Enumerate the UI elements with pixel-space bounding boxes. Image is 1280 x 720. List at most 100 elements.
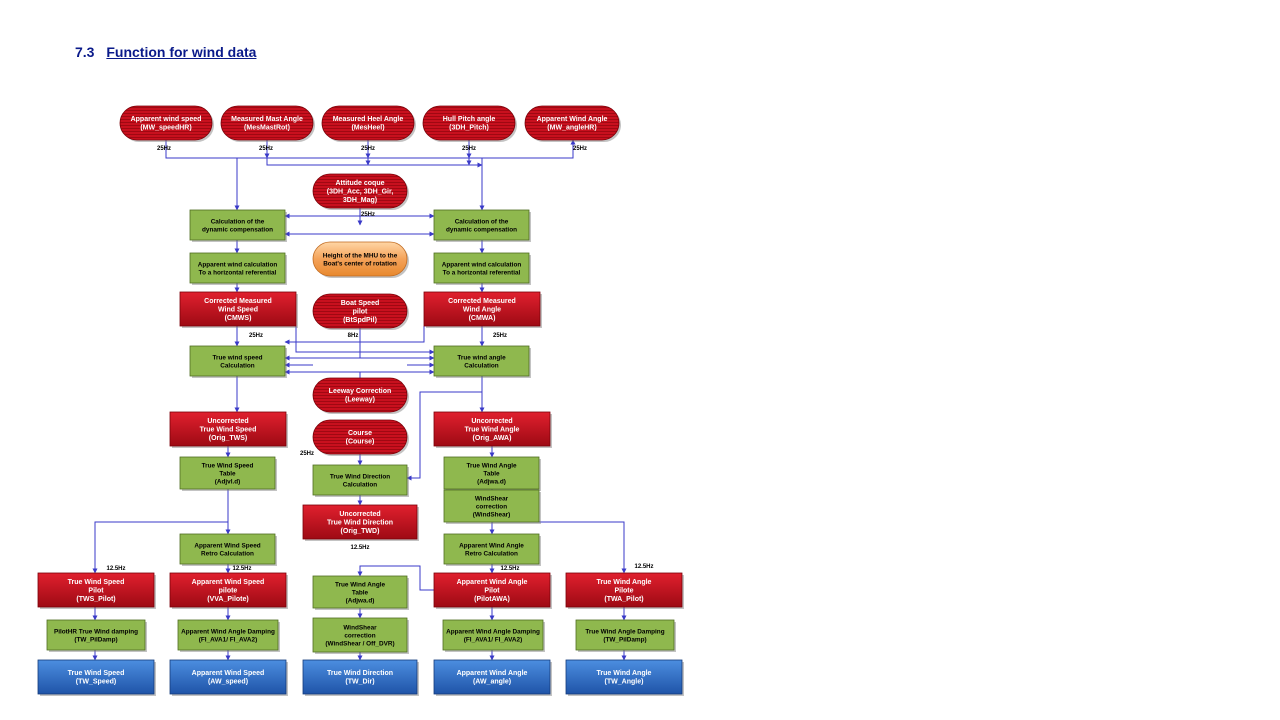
node-label: pilote	[219, 587, 238, 594]
node-label: (Adjvl.d)	[215, 478, 241, 485]
node-label: Apparent Wind Angle Damping	[446, 628, 540, 635]
node-label: dynamic compensation	[446, 226, 517, 233]
node-label: Apparent Wind Speed	[194, 542, 260, 549]
node-label: Retro Calculation	[201, 550, 254, 557]
node-label: True Wind Direction	[327, 670, 393, 677]
node-label: True Wind Speed	[68, 579, 125, 586]
node-label: (FI_AVA1/ FI_AVA2)	[464, 636, 522, 643]
connector-line	[266, 140, 483, 168]
node-label: Pilote	[614, 587, 633, 594]
node-label: Apparent Wind Angle	[459, 542, 524, 549]
frequency-label: 8Hz	[348, 333, 359, 339]
frequency-label: 25Hz	[361, 212, 375, 218]
node-label: (TWA_Pilot)	[604, 596, 643, 603]
node-label: Boat's center of rotation	[323, 260, 397, 267]
node-label: Pilot	[484, 587, 500, 594]
frequency-label: 25Hz	[573, 146, 587, 152]
node-label: Apparent Wind Angle	[457, 579, 528, 586]
node-label: Retro Calculation	[465, 550, 518, 557]
node-label: True Wind Direction	[327, 519, 393, 526]
node-label: Apparent Wind Speed	[192, 579, 265, 586]
node-label: (TW_Speed)	[76, 679, 116, 686]
node-out-twa: True Wind Angle(TW_Angle)	[565, 659, 684, 696]
node-course: Course (Course)	[312, 419, 409, 456]
node-label: (MW_speedHR)	[140, 125, 191, 132]
node-label: (MW_angleHR)	[547, 125, 596, 132]
frequency-label: 25Hz	[259, 146, 273, 152]
node-label: (Orig_AWA)	[473, 435, 512, 442]
node-label: Height of the MHU to the	[323, 252, 398, 259]
node-label: (FI_AVA1/ FI_AVA2)	[199, 636, 257, 643]
node-label: Apparent Wind Speed	[192, 670, 265, 677]
node-label: Corrected Measured	[448, 298, 516, 305]
node-label: Calculation of the	[211, 218, 265, 225]
node-attitude: Attitude coque(3DH_Acc, 3DH_Gir,3DH_Mag)	[312, 173, 409, 210]
node-label: (MesMastRot)	[244, 125, 290, 132]
node-label: Course	[348, 430, 372, 437]
node-label: (WindShear)	[473, 511, 511, 518]
node-label: (TWS_Pilot)	[76, 596, 115, 603]
node-label: True Wind Angle Damping	[585, 628, 664, 635]
frequency-label: 12.5Hz	[634, 564, 653, 570]
node-label: Apparent wind speed	[131, 116, 202, 123]
node-label: Calculation	[220, 362, 255, 369]
node-label: (CMWS)	[225, 315, 252, 322]
section-number: 7.3	[75, 44, 95, 60]
node-out-aws: Apparent Wind Speed(AW_speed)	[169, 659, 288, 696]
section-heading: 7.3 Function for wind data	[75, 44, 256, 60]
node-label: (Orig_TWD)	[341, 528, 380, 535]
node-label: True Wind Angle	[335, 581, 386, 588]
connector-line	[295, 326, 435, 355]
node-label: Table	[352, 589, 369, 596]
node-label: To a horizontal referential	[199, 269, 277, 276]
node-label: correction	[344, 632, 375, 639]
node-out-twd: True Wind Direction (TW_Dir)	[302, 659, 419, 696]
node-label: Boat Speed	[341, 300, 380, 307]
node-label: (TW_Dir)	[345, 679, 374, 686]
connector-line	[284, 326, 425, 345]
node-label: (Course)	[346, 439, 375, 446]
node-label: correction	[476, 503, 507, 510]
node-label: (WindShear / Off_DVR)	[325, 640, 394, 647]
node-damp2: Apparent Wind Angle Damping(FI_AVA1/ FI_…	[177, 619, 280, 652]
node-label: Corrected Measured	[204, 298, 272, 305]
frequency-label: 12.5Hz	[500, 566, 519, 572]
node-label: Measured Heel Angle	[333, 116, 404, 123]
node-label: (3DH_Acc, 3DH_Gir,	[327, 188, 394, 195]
node-label: True Wind Angle	[597, 670, 652, 677]
node-leeway: Leeway Correction(Leeway)	[312, 377, 409, 414]
node-label: (Orig_TWS)	[209, 435, 248, 442]
node-label: True Wind Angle	[465, 426, 520, 433]
node-label: Attitude coque	[336, 180, 385, 187]
node-label: WindShear	[343, 624, 377, 631]
node-label: (VVA_Pilote)	[207, 596, 249, 603]
connector-line	[406, 391, 482, 481]
node-in-heel: Measured Heel Angle(MesHeel)	[321, 105, 416, 142]
node-label: Hull Pitch angle	[443, 116, 496, 123]
node-label: Pilot	[88, 587, 104, 594]
node-label: Uncorrected	[207, 418, 248, 425]
node-label: Leeway Correction	[329, 388, 392, 395]
node-label: pilot	[353, 308, 368, 315]
node-label: Apparent Wind Angle	[457, 670, 528, 677]
node-label: (AW_angle)	[473, 679, 511, 686]
diagram-nodes: Apparent wind speed (MW_speedHR) Measured …	[37, 105, 684, 696]
node-label: (Adjwa.d)	[346, 597, 375, 604]
connector-line	[92, 506, 229, 574]
node-in-pitch: Hull Pitch angle(3DH_Pitch)	[422, 105, 517, 142]
node-label: Wind Angle	[463, 306, 501, 313]
